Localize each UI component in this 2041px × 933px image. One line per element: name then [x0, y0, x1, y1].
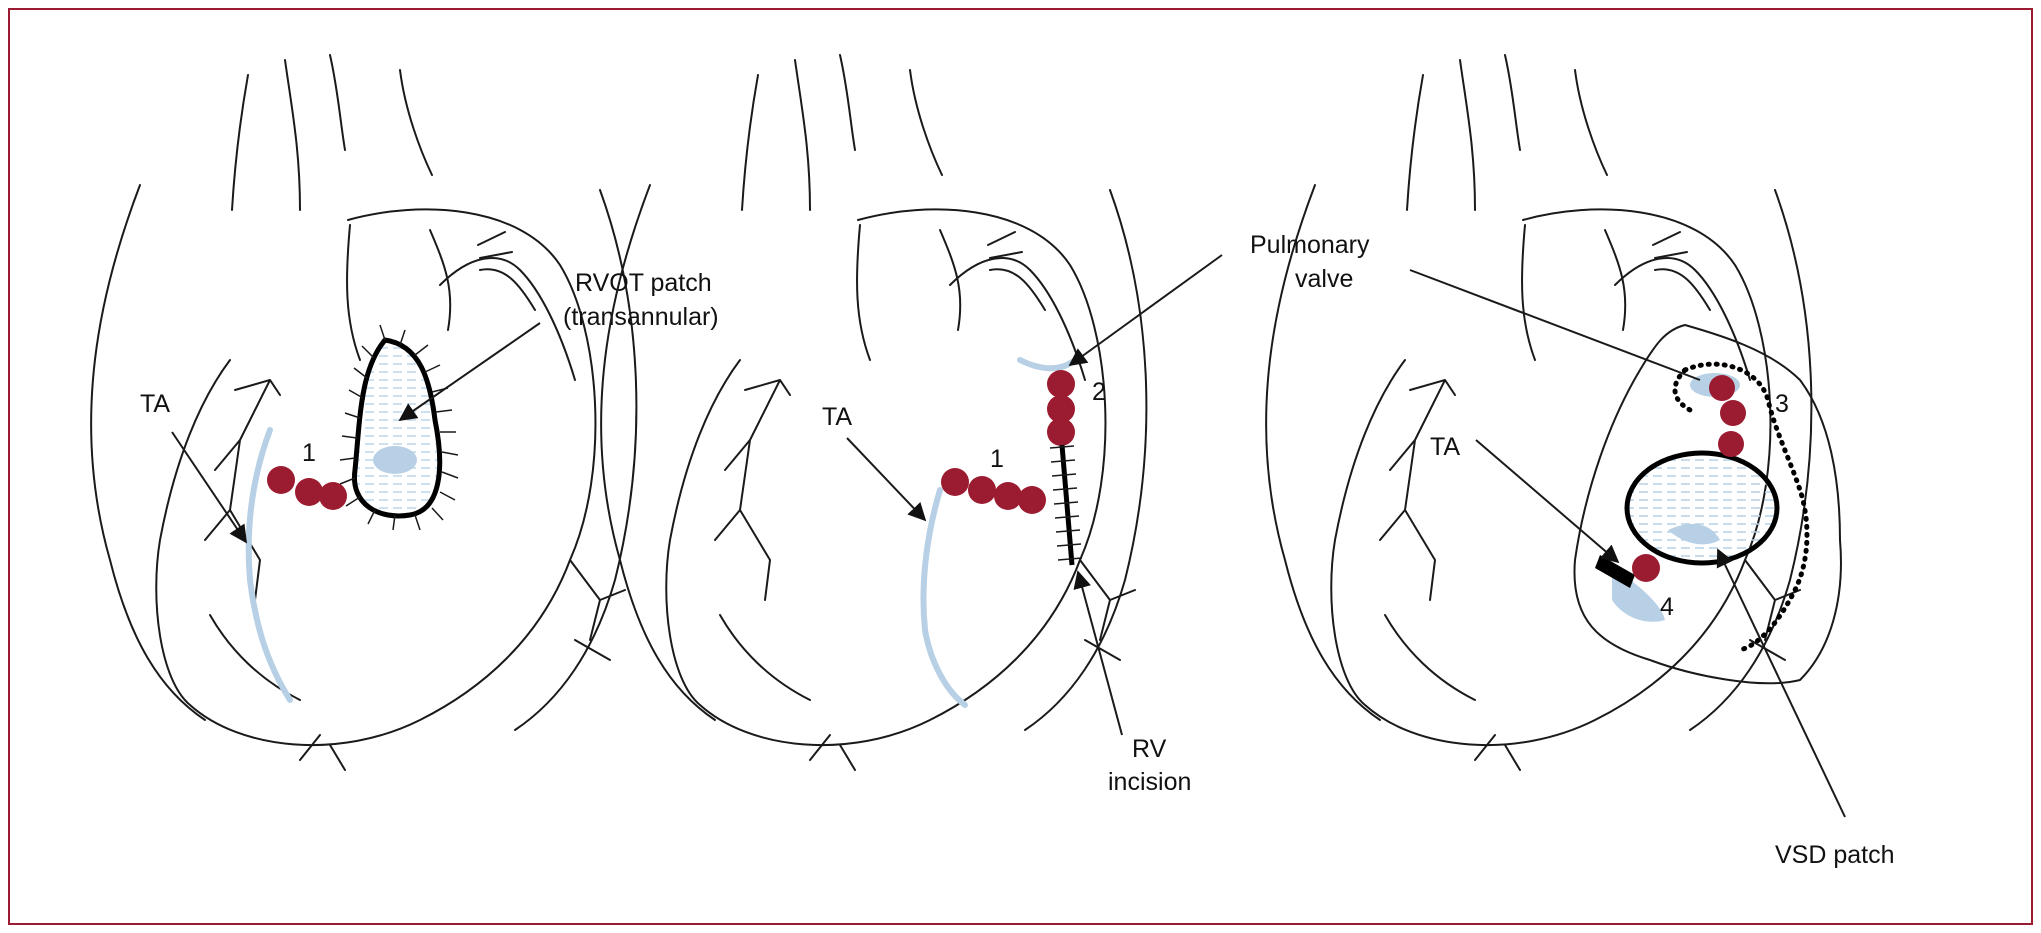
- red-marker: [319, 482, 347, 510]
- vsd-patch: [1624, 450, 1780, 566]
- red-marker: [1632, 554, 1660, 582]
- panel-3: TA 3 4 VSD patch: [1265, 54, 1895, 869]
- valve-label: Pulmonary: [1250, 231, 1370, 259]
- red-marker: [1047, 370, 1075, 398]
- incision-label: RV: [1132, 735, 1167, 763]
- red-marker: [1047, 395, 1075, 423]
- rvot-patch-label: RVOT patch: [575, 269, 712, 297]
- panel-1: TA 1 RVOT patch (transannular): [90, 54, 719, 771]
- figure-frame: [8, 8, 2033, 925]
- ventricle-opening: [1573, 324, 1842, 685]
- ta-label: TA: [822, 403, 852, 431]
- red-marker: [267, 466, 295, 494]
- ta-leader: [1475, 439, 1620, 564]
- valve-leader: [1409, 269, 1701, 381]
- panel-2: TA 1 2 Pulmonary valve RV incision: [600, 54, 1370, 796]
- red-marker: [994, 482, 1022, 510]
- marker-number-1: 1: [990, 445, 1004, 473]
- red-marker: [1709, 375, 1735, 401]
- red-marker: [1018, 486, 1046, 514]
- rvot-leader: [398, 322, 541, 422]
- red-marker: [968, 476, 996, 504]
- valve-sublabel: valve: [1295, 265, 1353, 293]
- incision-sublabel: incision: [1108, 768, 1191, 796]
- ta-leader: [846, 437, 927, 522]
- ta-label: TA: [1430, 433, 1460, 461]
- vsd-label: VSD patch: [1775, 841, 1895, 869]
- valve-leader: [1068, 254, 1223, 367]
- ta-vessel: [920, 487, 968, 708]
- marker-number-2: 2: [1092, 378, 1106, 406]
- marker-number-4: 4: [1660, 593, 1674, 621]
- rvot-patch-sublabel: (transannular): [563, 303, 719, 331]
- ta-leader: [171, 431, 248, 544]
- red-marker: [941, 468, 969, 496]
- marker-number-3: 3: [1775, 390, 1789, 418]
- marker-number-1: 1: [302, 439, 316, 467]
- red-marker: [1720, 400, 1746, 426]
- ta-anchor: [1595, 555, 1635, 588]
- rvot-patch: [339, 324, 459, 531]
- incision-leader: [1073, 570, 1123, 736]
- rv-incision: [1049, 444, 1083, 566]
- pulmonary-valve: [1017, 357, 1078, 372]
- vsd-leader: [1716, 548, 1846, 818]
- red-marker: [295, 478, 323, 506]
- red-marker: [1047, 418, 1075, 446]
- red-marker: [1718, 431, 1744, 457]
- ta-label: TA: [140, 390, 170, 418]
- ta-vessel: [245, 427, 293, 703]
- suture-line: [1672, 361, 1810, 653]
